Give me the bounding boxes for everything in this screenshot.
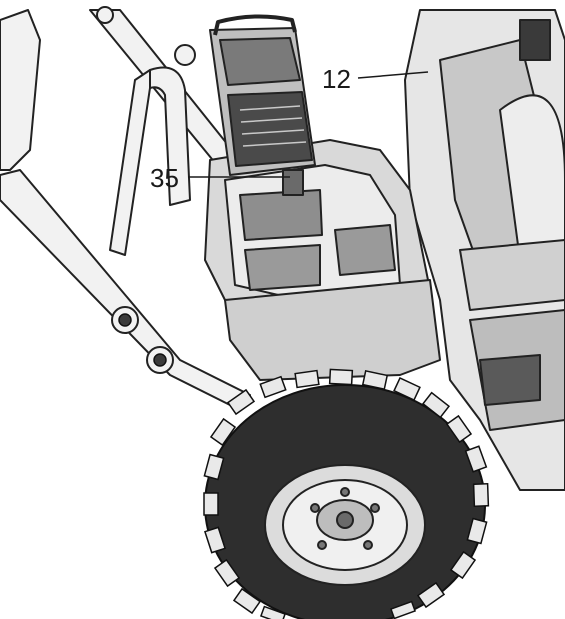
callout-leader-12	[357, 71, 429, 79]
wheel-icon	[264, 464, 426, 586]
machine-body	[404, 9, 565, 491]
callout-label-12: 12	[322, 64, 351, 94]
battery-compartment	[204, 139, 441, 381]
callout-leaders	[188, 71, 429, 178]
callout-label-35: 35	[150, 163, 179, 193]
battery-icon	[209, 14, 316, 196]
handle-frame-icon	[0, 6, 251, 411]
